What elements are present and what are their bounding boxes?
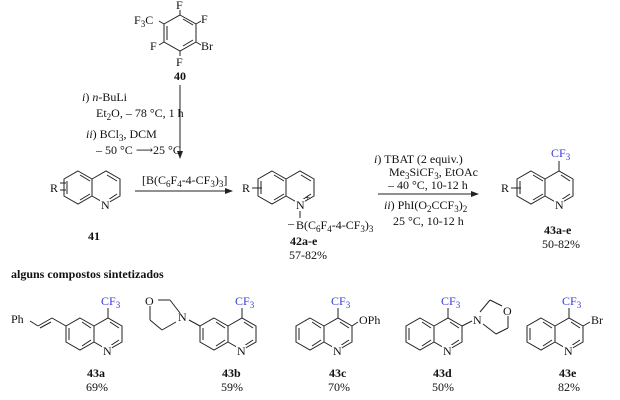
oxygen-label: O [503, 304, 512, 318]
compound-label-40: 40 [174, 69, 186, 83]
fluorine-label: F [176, 55, 183, 69]
nitrogen-label: N [473, 313, 482, 327]
example-yield-43d: 50% [432, 380, 454, 394]
phenoxy-label: OPh [359, 313, 380, 327]
cf3-label: F3C [134, 13, 153, 29]
bromine-label: Br [591, 313, 603, 327]
condition-7: – 40 °C, 10-12 h [387, 178, 468, 192]
cf3-label: CF3 [101, 294, 121, 310]
example-label-43d: 43d [433, 366, 452, 380]
cf3-label: CF3 [551, 146, 571, 162]
oxygen-label: O [145, 294, 154, 308]
plus-charge: + [305, 193, 310, 203]
example-yield-43e: 82% [558, 380, 580, 394]
nitrogen-label: N [103, 344, 112, 358]
condition-9: 25 °C, 10-12 h [393, 214, 464, 228]
boron-substituent: B(C6F4-4-CF3)3 [296, 218, 374, 234]
compound-42-structure: R N + – B(C6F4-4-CF3)3 [242, 170, 374, 234]
example-label-43e: 43e [559, 366, 577, 380]
fluorine-label: F [176, 0, 183, 12]
cf3-label: CF3 [235, 294, 255, 310]
compound-41-structure: R N [50, 170, 121, 212]
condition-3: ii) BCl3, DCM [86, 127, 157, 143]
yield-43: 50-82% [542, 237, 580, 251]
cf3-label: CF3 [562, 294, 582, 310]
nitrogen-label: N [555, 198, 564, 212]
condition-6: Me3SiCF3, EtOAc [389, 165, 478, 181]
example-43d-structure: N O N CF3 [405, 294, 512, 358]
nitrogen-label: N [101, 198, 110, 212]
compound-label-41: 41 [88, 229, 100, 243]
condition-5: i) TBAT (2 equiv.) [374, 152, 463, 166]
compound-43-structure: R N CF3 [501, 146, 574, 212]
condition-4: – 50 °C ⟶25 °C [95, 143, 181, 157]
example-label-43c: 43c [329, 366, 347, 380]
compound-label-43: 43a-e [544, 223, 572, 237]
example-label-43a: 43a [87, 366, 105, 380]
condition-8: ii) PhI(O2CCF3)2 [384, 198, 467, 214]
nitrogen-label: N [564, 344, 573, 358]
example-label-43b: 43b [222, 366, 241, 380]
condition-1: i) n-BuLi [82, 90, 128, 104]
bromine-label: Br [201, 39, 213, 53]
example-yield-43b: 59% [221, 380, 243, 394]
compound-40-structure: F F Br F F F3C [134, 0, 213, 69]
r-group-label: R [501, 181, 509, 195]
nitrogen-label: N [443, 344, 452, 358]
example-43c-structure: N OPh CF3 [295, 294, 380, 358]
nitrogen-label: N [333, 344, 342, 358]
r-group-label: R [242, 181, 250, 195]
example-43b-structure: O N N CF3 [145, 294, 257, 358]
example-yield-43c: 70% [328, 380, 350, 394]
minus-charge: – [287, 216, 295, 230]
nitrogen-label: N [296, 198, 305, 212]
example-yield-43a: 69% [86, 380, 108, 394]
compound-label-42: 42a-e [290, 234, 318, 248]
condition-2: Et2O, – 78 °C, 1 h [96, 106, 184, 122]
r-group-label: R [50, 181, 58, 195]
section-caption: alguns compostos sintetizados [11, 267, 164, 281]
example-43e-structure: N Br CF3 [526, 294, 603, 358]
cf3-label: CF3 [441, 294, 461, 310]
cf3-label: CF3 [331, 294, 351, 310]
phenyl-label: Ph [11, 312, 24, 326]
fluorine-label: F [201, 12, 208, 26]
nitrogen-label: N [178, 310, 187, 324]
nitrogen-label: N [237, 344, 246, 358]
example-43a-structure: N Ph CF3 [11, 294, 123, 358]
yield-42: 57-82% [289, 248, 327, 262]
fluorine-label: F [150, 39, 157, 53]
reagent-borane: [B(C6F4-4-CF3)3] [142, 173, 227, 189]
